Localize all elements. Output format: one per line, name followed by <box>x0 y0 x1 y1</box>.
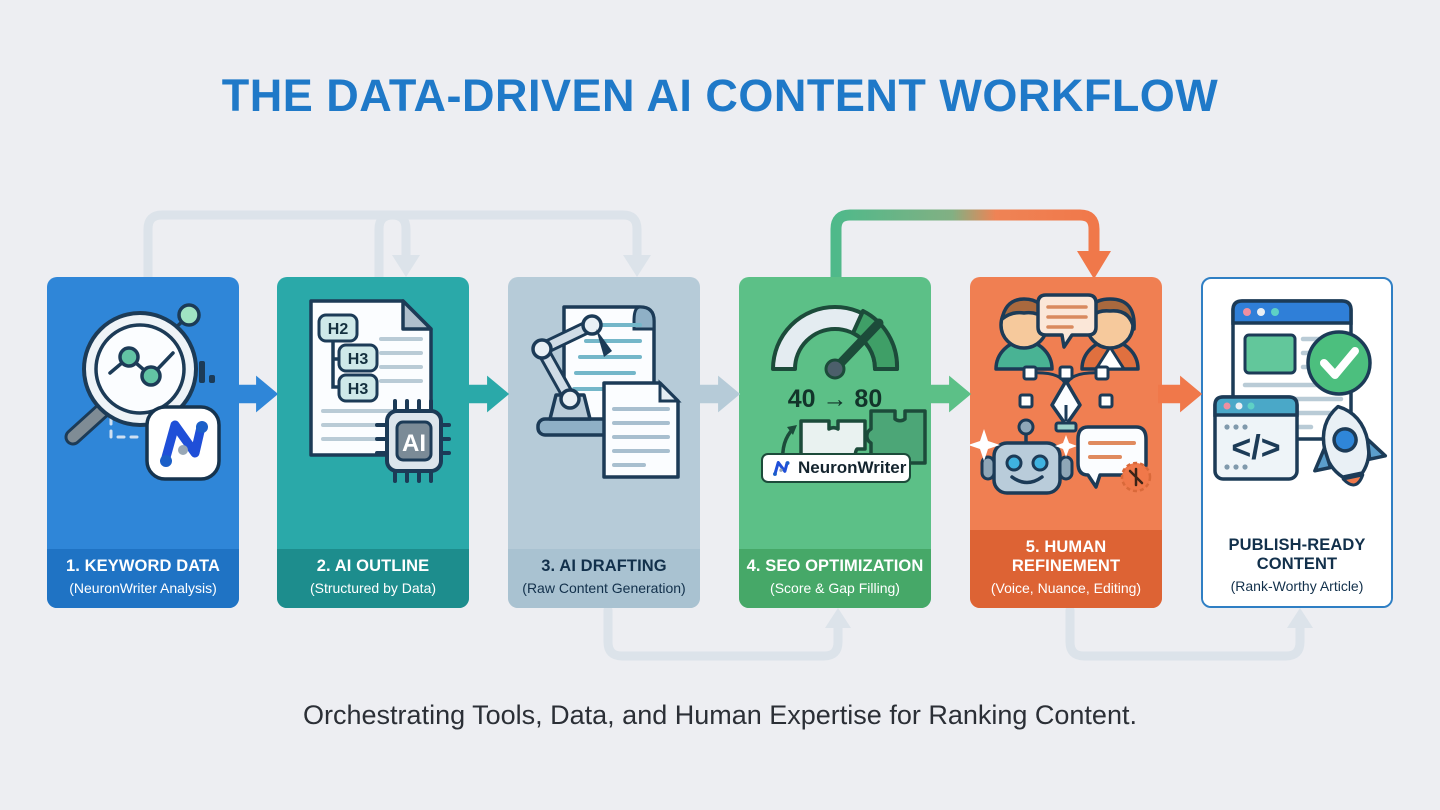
connector-arrow-4-5 <box>927 375 972 413</box>
step-subtitle: (Structured by Data) <box>309 580 437 597</box>
step-title: 2. AI OUTLINE <box>316 557 430 576</box>
neuronwriter-logo-icon <box>773 460 790 476</box>
human-refinement-footer: 5. HUMAN REFINEMENT (Voice, Nuance, Edit… <box>970 529 1162 608</box>
step-card-ai-outline[interactable]: H2 H3 H3 <box>277 277 469 608</box>
heading-tag-h2: H2 <box>328 321 349 338</box>
people-robot-chat-icon <box>970 293 1152 495</box>
seo-optimization-art: 40 → 80 NeuronWriter <box>739 277 931 549</box>
connector-arrow-3-4 <box>696 375 741 413</box>
step-title: 5. HUMAN REFINEMENT <box>1011 537 1121 576</box>
keyword-data-art <box>47 277 239 549</box>
heading-tag-h3-b: H3 <box>348 381 369 398</box>
step-title: 1. KEYWORD DATA <box>66 557 220 576</box>
step-subtitle: (Voice, Nuance, Editing) <box>990 580 1142 597</box>
neuronwriter-logo-tile <box>145 405 221 481</box>
feedback-loop-top-gradient <box>830 209 1111 285</box>
ai-outline-art: H2 H3 H3 <box>277 277 469 549</box>
publish-ready-footer: PUBLISH-READY CONTENT (Rank-Worthy Artic… <box>1203 527 1391 606</box>
step-card-seo-optimization[interactable]: 40 → 80 NeuronWriter 4. <box>739 277 931 608</box>
step-subtitle: (NeuronWriter Analysis) <box>69 580 217 597</box>
gauge-score-label: 40 → 80 <box>788 385 883 413</box>
step-card-publish-ready[interactable]: </> PUBLISH-READY CONTENT (Rank-Worthy A… <box>1201 277 1393 608</box>
ai-chip-icon: AI <box>375 399 451 483</box>
rocket-icon <box>1313 404 1388 487</box>
ai-drafting-art <box>508 277 700 549</box>
ai-outline-footer: 2. AI OUTLINE (Structured by Data) <box>277 549 469 608</box>
feedback-loop-bottom-2 <box>1065 605 1313 661</box>
step-title: 4. SEO OPTIMIZATION <box>746 557 924 576</box>
neuronwriter-badge: NeuronWriter <box>761 453 911 483</box>
human-refinement-art <box>970 277 1162 530</box>
keyword-data-footer: 1. KEYWORD DATA (NeuronWriter Analysis) <box>47 549 239 608</box>
step-title: 3. AI DRAFTING <box>541 557 667 576</box>
footer-caption: Orchestrating Tools, Data, and Human Exp… <box>303 700 1137 730</box>
neuronwriter-badge-label: NeuronWriter <box>798 458 907 477</box>
publish-ready-art: </> <box>1203 279 1391 528</box>
step-subtitle: (Score & Gap Filling) <box>770 580 900 597</box>
seo-optimization-footer: 4. SEO OPTIMIZATION (Score & Gap Filling… <box>739 549 931 608</box>
magnifying-glass-data-icon <box>64 303 215 446</box>
connector-arrow-2-3 <box>465 375 510 413</box>
step-card-ai-drafting[interactable]: 3. AI DRAFTING (Raw Content Generation) <box>508 277 700 608</box>
connector-arrow-1-2 <box>234 375 279 413</box>
chip-label: AI <box>402 430 426 457</box>
step-subtitle: (Rank-Worthy Article) <box>1230 578 1364 595</box>
page-title: THE DATA-DRIVEN AI CONTENT WORKFLOW <box>221 70 1219 121</box>
step-title: PUBLISH-READY CONTENT <box>1228 535 1366 574</box>
step-subtitle: (Raw Content Generation) <box>522 580 686 597</box>
browser-check-rocket-icon: </> <box>1213 299 1388 487</box>
code-glyph: </> <box>1231 429 1280 467</box>
step-card-human-refinement[interactable]: 5. HUMAN REFINEMENT (Voice, Nuance, Edit… <box>970 277 1162 608</box>
feedback-loop-top-muted-1 <box>143 210 420 284</box>
feedback-loop-top-muted-2 <box>374 210 651 284</box>
heading-tag-h3-a: H3 <box>348 351 369 368</box>
robot-arm-writing-icon <box>531 305 682 479</box>
feedback-loop-bottom-1 <box>603 605 851 661</box>
connector-arrow-5-6 <box>1158 375 1203 413</box>
ai-drafting-footer: 3. AI DRAFTING (Raw Content Generation) <box>508 549 700 608</box>
step-card-keyword-data[interactable]: 1. KEYWORD DATA (NeuronWriter Analysis) <box>47 277 239 608</box>
